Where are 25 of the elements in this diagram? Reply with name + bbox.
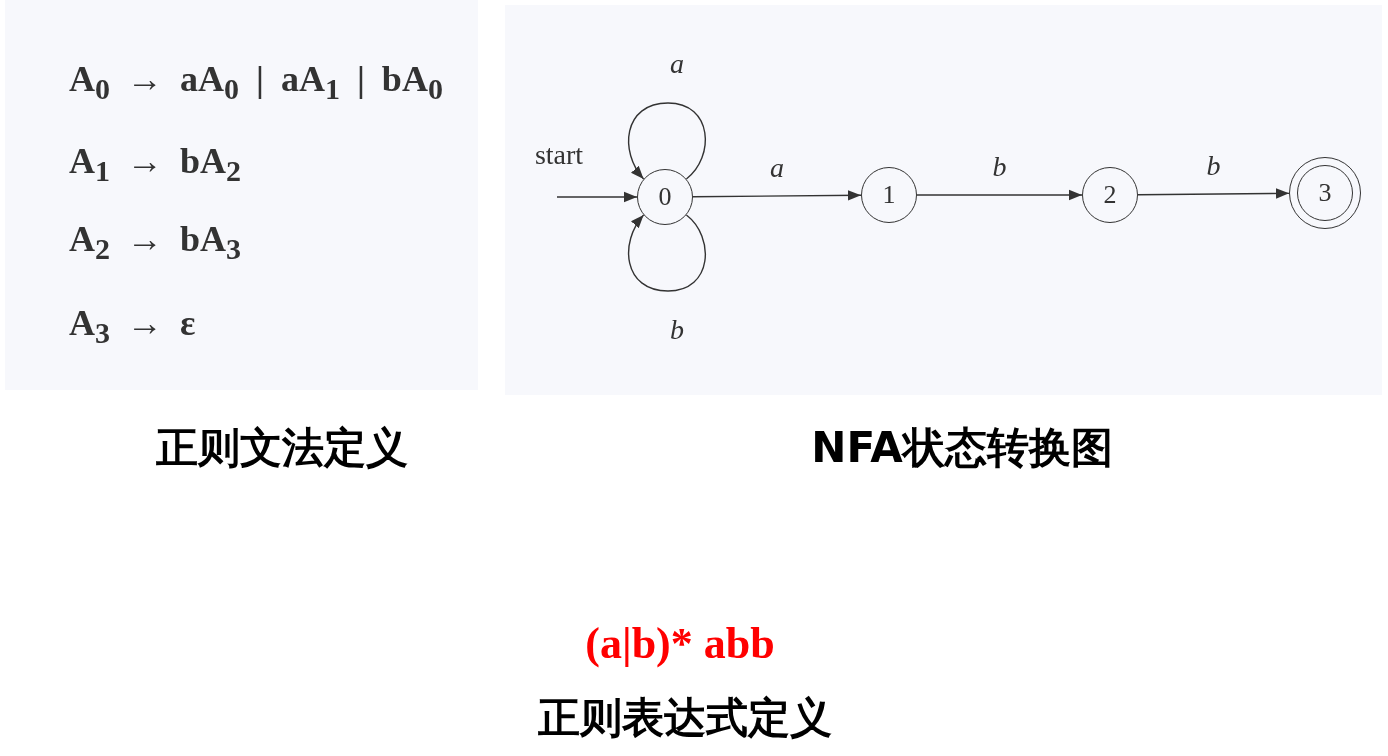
arrow bbox=[1137, 188, 1290, 199]
grammar-rule: A$_{2}$ → bA$_{3}$ bbox=[69, 218, 242, 267]
heading: 正则表达式定义 bbox=[538, 692, 832, 744]
arrow bbox=[916, 189, 1083, 201]
panel-caption: 正则文法定义 bbox=[156, 422, 408, 474]
edge-label: b bbox=[1206, 150, 1221, 183]
grammar-rule: A$_{0}$ → aA$_{0}$ | aA$_{1}$ | bA$_{0}$ bbox=[69, 58, 443, 107]
grammar-rule: A$_{1}$ → bA$_{2}$ bbox=[69, 140, 242, 189]
arrow bbox=[627, 214, 707, 292]
arrow bbox=[692, 190, 862, 201]
arrow bbox=[556, 191, 638, 203]
panel-caption: NFA状态转换图 bbox=[811, 422, 1113, 474]
state-circle: 1 bbox=[861, 167, 917, 223]
arrow bbox=[627, 102, 707, 180]
edge-label: b bbox=[992, 151, 1007, 183]
state-circle: 0 bbox=[637, 169, 693, 225]
edge-label: start bbox=[534, 139, 584, 171]
edge-label: b bbox=[670, 314, 684, 346]
accepting-state-circle: 3 bbox=[1289, 157, 1361, 229]
regular-expression: (a|b)* abb bbox=[585, 618, 775, 669]
state-circle: 2 bbox=[1082, 167, 1138, 223]
edge-label: a bbox=[770, 152, 784, 184]
edge-label: a bbox=[670, 48, 684, 80]
diagram-panel bbox=[505, 5, 1382, 395]
grammar-rule: A$_{3}$ → ε bbox=[69, 302, 196, 351]
